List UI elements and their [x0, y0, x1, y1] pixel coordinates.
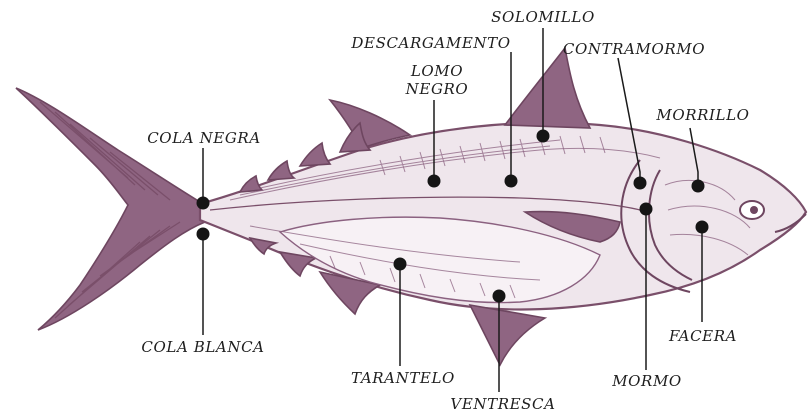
label-solomillo: SOLOMILLO	[491, 8, 595, 26]
dorsal-fin-second	[505, 48, 590, 128]
label-lomo-negro-line2: NEGRO	[405, 80, 469, 98]
tail-fin	[16, 88, 205, 330]
label-tarantelo: TARANTELO	[351, 369, 455, 387]
marker-cola-blanca	[197, 228, 210, 241]
marker-facera	[696, 221, 709, 234]
marker-ventresca	[493, 290, 506, 303]
marker-tarantelo	[394, 258, 407, 271]
label-ventresca: VENTRESCA	[450, 395, 555, 412]
marker-solomillo	[537, 130, 550, 143]
label-descargamento: DESCARGAMENTO	[350, 34, 510, 52]
marker-mormo	[640, 203, 653, 216]
label-cola-negra: COLA NEGRA	[147, 129, 261, 147]
marker-cola-negra	[197, 197, 210, 210]
anal-fin	[470, 305, 545, 365]
label-morrillo: MORRILLO	[655, 106, 749, 124]
marker-contramormo	[634, 177, 647, 190]
label-facera: FACERA	[668, 327, 737, 345]
marker-descargamento	[505, 175, 518, 188]
marker-morrillo	[692, 180, 705, 193]
label-lomo-negro-line1: LOMO	[410, 62, 463, 80]
marker-lomo-negro	[428, 175, 441, 188]
label-mormo: MORMO	[611, 372, 682, 390]
label-cola-blanca: COLA BLANCA	[141, 338, 264, 356]
label-contramormo: CONTRAMORMO	[563, 40, 705, 58]
